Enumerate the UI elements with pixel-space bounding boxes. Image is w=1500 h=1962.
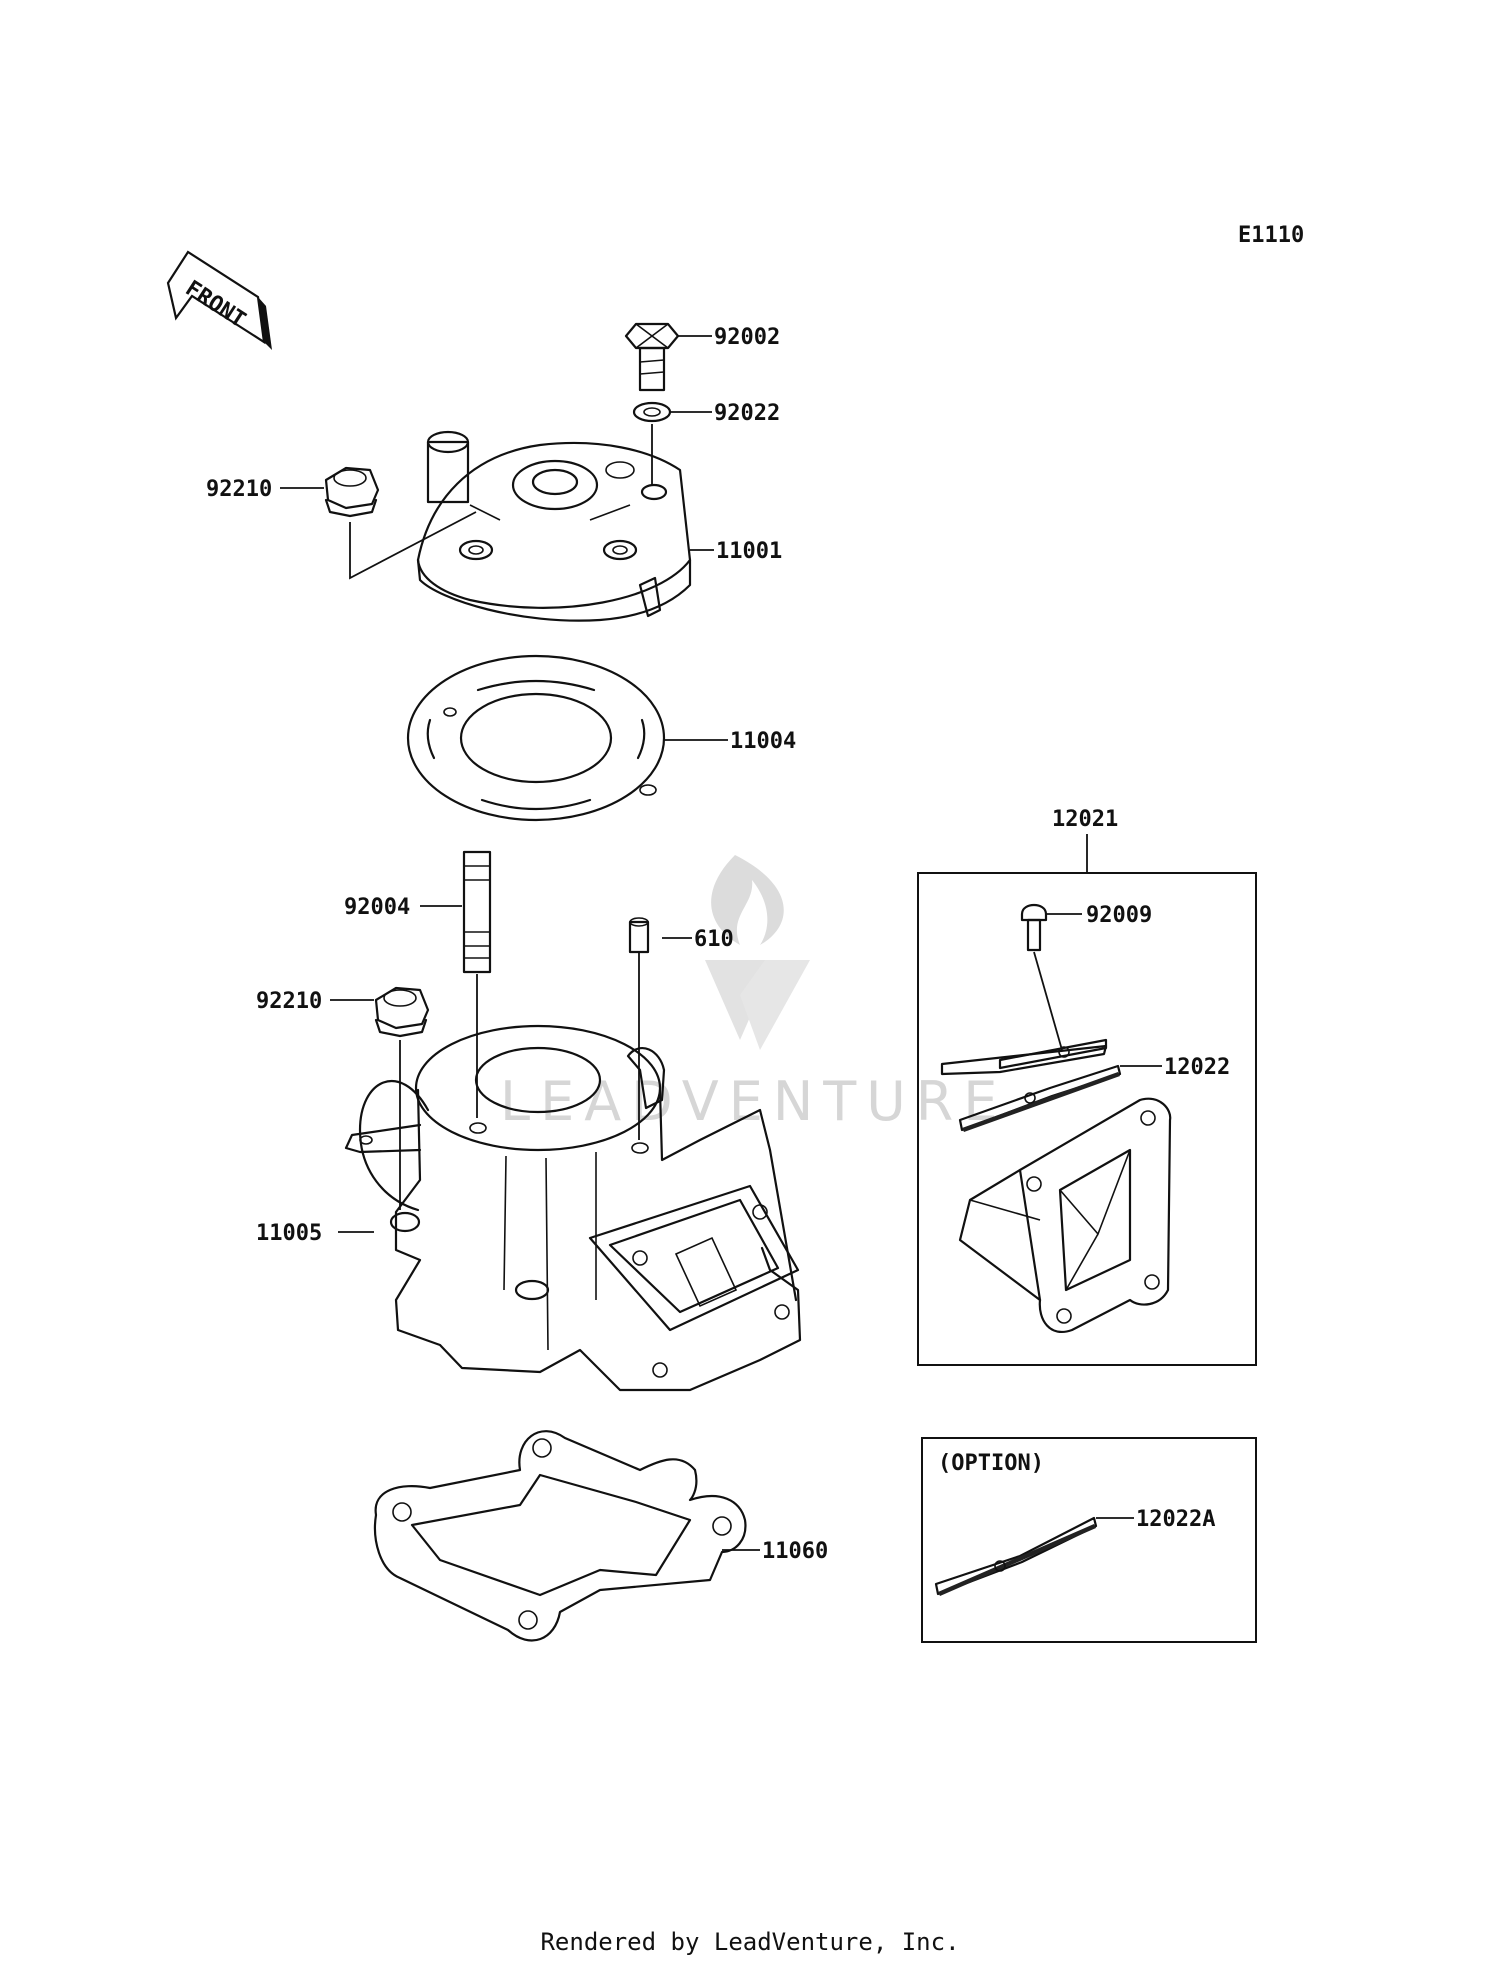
callout-92004: 92004 (344, 895, 410, 920)
cylinder-11005 (344, 1024, 802, 1392)
callout-11005: 11005 (256, 1221, 322, 1246)
reed-petal-12022 (958, 1064, 1122, 1132)
callout-92002: 92002 (714, 325, 780, 350)
screw-92009 (1020, 903, 1048, 952)
callout-12022: 12022 (1164, 1055, 1230, 1080)
washer-92022 (632, 401, 672, 423)
callout-12021: 12021 (1052, 807, 1118, 832)
bolt-92002 (624, 322, 680, 392)
callout-12022A: 12022A (1136, 1507, 1215, 1532)
reed-stopper-12022 (940, 1038, 1108, 1076)
nut-92210-top (324, 466, 380, 518)
diagram-code: E1110 (1238, 223, 1304, 248)
footer-text: Rendered by LeadVenture, Inc. (540, 1928, 959, 1956)
callout-11060: 11060 (762, 1539, 828, 1564)
cylinder-head-11001 (416, 430, 692, 622)
base-gasket-11060 (374, 1430, 747, 1642)
dowel-pin-610 (628, 917, 650, 954)
callout-92009: 92009 (1086, 903, 1152, 928)
callout-11001: 11001 (716, 539, 782, 564)
stud-92004 (462, 850, 492, 974)
reed-valve-box (917, 872, 1257, 1366)
callout-610: 610 (694, 927, 734, 952)
callout-92022: 92022 (714, 401, 780, 426)
front-arrow-icon: FRONT (166, 250, 272, 350)
watermark: LEADVENTURE (500, 855, 1007, 1133)
callout-92210-lower: 92210 (256, 989, 322, 1014)
reed-petal-12022A (934, 1516, 1098, 1596)
watermark-text: LEADVENTURE (500, 1070, 1007, 1133)
callout-92210-top: 92210 (206, 477, 272, 502)
head-gasket-11004 (406, 654, 666, 822)
callout-11004: 11004 (730, 729, 796, 754)
option-label: (OPTION) (938, 1451, 1044, 1476)
option-box (921, 1437, 1257, 1643)
reed-block (958, 1097, 1172, 1333)
nut-92210-lower (374, 986, 430, 1038)
